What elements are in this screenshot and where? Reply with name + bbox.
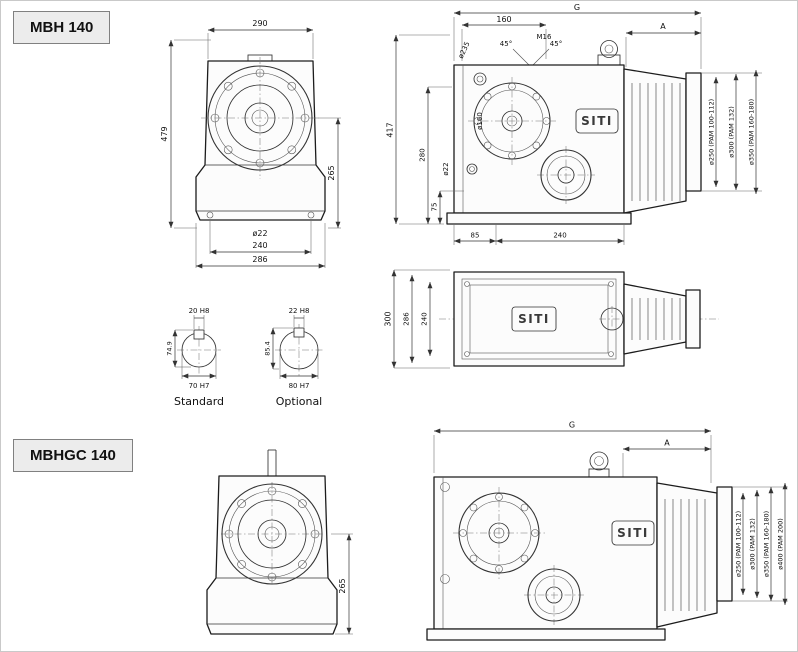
pam-350-label: ø350 (PAM 160-180) (748, 99, 756, 165)
dim-290: 290 (207, 19, 314, 59)
dim-A-gc-label: A (664, 439, 670, 448)
input-flange-circles (466, 72, 556, 175)
dim-240-top: 240 (421, 282, 433, 356)
output-hub-circles-gc (524, 565, 584, 625)
opt-depth-label: 85.4 (264, 341, 272, 355)
opt-caption: Optional (276, 395, 323, 408)
dim-85-label: 85 (471, 232, 480, 240)
dim-A: A (625, 22, 701, 67)
pam-flange-gc (716, 486, 733, 602)
opt-key-label: 22 H8 (289, 307, 310, 315)
dim-75-label: 75 (431, 203, 439, 212)
input-flange-circles-gc (453, 487, 545, 579)
dim-G-gc: G (433, 421, 712, 483)
brand-logo-top: SITI (518, 312, 550, 326)
callout-m16-45deg: M16 45° 45° ø235 (457, 33, 562, 68)
callout-45a-label: 45° (500, 40, 512, 48)
dim-300-label: 300 (384, 311, 393, 326)
motor-adapter (623, 68, 702, 214)
mbhgc-front-view: 265 (206, 449, 353, 635)
motor-adapter-top (623, 283, 701, 355)
dim-240-side-label: 240 (553, 232, 566, 240)
standard-bore: 20 H8 74.9 70 H7 Standard (166, 307, 225, 408)
dim-240-label: 240 (252, 241, 267, 250)
shaft-end-circle (599, 306, 625, 332)
brand-logo-gc: SITI (617, 526, 649, 540)
dim-d22-side-label: ø22 (442, 162, 450, 175)
brand-logo: SITI (581, 114, 613, 128)
dim-280-label: 280 (419, 148, 427, 161)
pam-250-gc-label: ø250 (PAM 100-112) (735, 511, 743, 577)
flange-circles-gc (221, 482, 323, 586)
dim-286-top-label: 286 (403, 312, 411, 326)
dim-A-label: A (660, 22, 666, 31)
model-title-box-mbh: MBH 140 (13, 11, 111, 44)
input-shaft (267, 449, 277, 476)
motor-adapter-gc (656, 482, 733, 628)
dim-280: 280 (419, 86, 452, 224)
base-holes (206, 211, 315, 219)
std-key-label: 20 H8 (189, 307, 210, 315)
dim-290-label: 290 (252, 19, 267, 28)
std-depth-label: 74.9 (166, 341, 174, 355)
model-title-box-mbhgc: MBHGC 140 (13, 439, 133, 472)
pam-dims-gc: ø250 (PAM 100-112) ø300 (PAM 132) ø350 (… (732, 483, 788, 605)
dim-265-label: 265 (327, 165, 336, 180)
dim-417: 417 (386, 34, 450, 225)
std-bore-label: 70 H7 (189, 382, 210, 390)
bolt-holes (210, 68, 310, 168)
shaft-bore-details: 20 H8 74.9 70 H7 Standard 22 H8 85.4 (166, 307, 323, 408)
dim-160: 160 (461, 15, 547, 61)
callout-d235-label: ø235 (457, 40, 472, 59)
dim-479-label: 479 (160, 126, 169, 141)
callout-45b-label: 45° (550, 40, 562, 48)
dim-417-label: 417 (386, 122, 395, 137)
model-title-mbh: MBH 140 (30, 19, 94, 36)
dim-300: 300 (384, 269, 450, 369)
pam-250-label: ø250 (PAM 100-112) (708, 99, 716, 165)
opt-bore-label: 80 H7 (289, 382, 310, 390)
mbh-top-view: 300 286 240 SITI (384, 269, 719, 369)
pam-350-gc-label: ø350 (PAM 160-180) (763, 511, 771, 577)
dim-75: 75 (431, 190, 464, 224)
brand-plate-top: SITI (511, 306, 557, 332)
dim-479: 479 (160, 39, 211, 229)
pam-400-gc-label: ø400 (PAM 200) (777, 518, 785, 570)
dim-G: G (453, 3, 702, 69)
pam-dims: ø250 (PAM 100-112) ø300 (PAM 132) ø350 (… (701, 70, 762, 194)
dim-d22-label: ø22 (252, 229, 267, 238)
dim-240-top-label: 240 (421, 312, 429, 325)
brand-plate: SITI (575, 108, 619, 134)
dim-d160-label: ø160 (476, 112, 484, 130)
std-caption: Standard (174, 395, 224, 408)
output-hub-circles (537, 146, 595, 204)
brand-plate-gc: SITI (611, 520, 655, 546)
model-title-mbhgc: MBHGC 140 (30, 447, 116, 464)
dim-286-top: 286 (403, 275, 415, 363)
pam-300-label: ø300 (PAM 132) (728, 106, 736, 158)
gearbox-body-gc (426, 476, 666, 641)
dim-265-gc-label: 265 (338, 578, 347, 593)
mbhgc-side-view: G A (426, 421, 788, 641)
mbh-front-view: 290 (160, 19, 341, 269)
pam-300-gc-label: ø300 (PAM 132) (749, 518, 757, 570)
dim-G-label: G (574, 3, 580, 12)
housing-outline (195, 54, 326, 221)
callout-m16-label: M16 (537, 33, 552, 41)
dim-G-gc-label: G (569, 421, 575, 430)
mbh-side-view: G 160 A M16 45° 45° ø235 (386, 3, 762, 245)
flange-circles (201, 57, 319, 179)
gearbox-body (446, 40, 632, 225)
dim-286-label: 286 (252, 255, 267, 264)
dim-265-gc: 265 (331, 533, 353, 635)
optional-bore: 22 H8 85.4 80 H7 Optional (264, 307, 323, 408)
dim-bottom-group: ø22 240 286 (195, 221, 326, 269)
dim-265: 265 (314, 117, 341, 229)
pam-flange-top (685, 289, 701, 349)
eyebolt-gc (588, 451, 610, 478)
dim-A-gc: A (622, 439, 711, 477)
dim-160-label: 160 (496, 15, 511, 24)
pam-flange (685, 72, 702, 192)
dim-85-240: 85 240 (453, 225, 625, 245)
